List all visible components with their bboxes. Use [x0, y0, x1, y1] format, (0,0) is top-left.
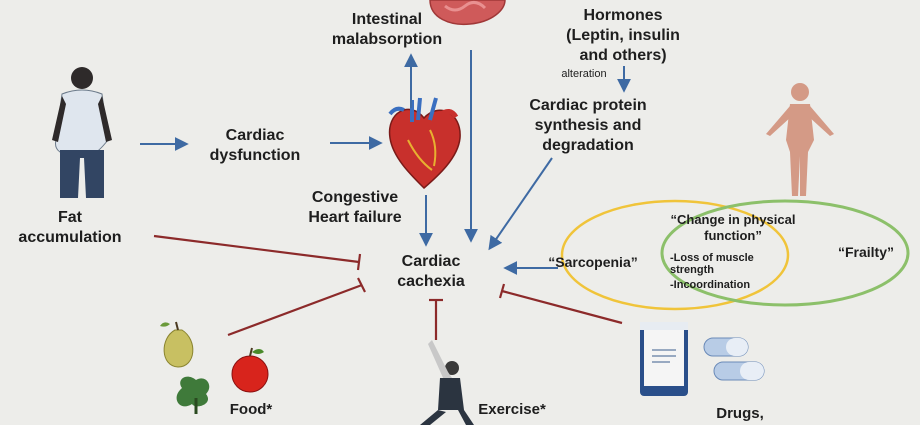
fat-accumulation-label: Fat accumulation — [18, 209, 122, 246]
food-label: Food* — [229, 401, 273, 418]
congestive-heart-failure-label: Congestive Heart failure — [308, 189, 402, 226]
yellow-circle — [560, 199, 790, 311]
human-body-icon — [766, 83, 834, 196]
hormones-label: Hormones (Leptin, insulin and others) — [566, 7, 680, 64]
drugs-icon — [640, 322, 765, 396]
loss-muscle-strength-label: -Loss of muscle strength — [670, 252, 754, 276]
inhibition-lines — [153, 234, 623, 340]
food-icon — [160, 321, 269, 414]
person-silhouette-icon — [52, 67, 112, 198]
intestinal-malabsorption-label: Intestinal malabsorption — [331, 11, 443, 48]
blue-arrows — [140, 50, 631, 275]
drugs-label: Drugs, — [716, 405, 764, 422]
sarcopenia-label: “Sarcopenia” — [548, 254, 638, 270]
incoordination-label: -Incoordination — [670, 279, 751, 291]
green-circle — [660, 199, 910, 307]
intestine-icon — [429, 0, 506, 26]
exercise-person-icon — [420, 340, 474, 425]
exercise-label: Exercise* — [478, 401, 546, 418]
cardiac-dysfunction-label: Cardiac dysfunction — [209, 127, 301, 164]
heart-icon — [388, 97, 461, 190]
frailty-label: “Frailty” — [837, 244, 894, 260]
cardiac-cachexia-label: Cardiac cachexia — [397, 253, 465, 290]
alteration-label: alteration — [561, 68, 607, 80]
change-physical-function-label: “Change in physical function” — [670, 212, 796, 243]
cardiac-protein-label: Cardiac protein synthesis and degradatio… — [529, 97, 647, 154]
